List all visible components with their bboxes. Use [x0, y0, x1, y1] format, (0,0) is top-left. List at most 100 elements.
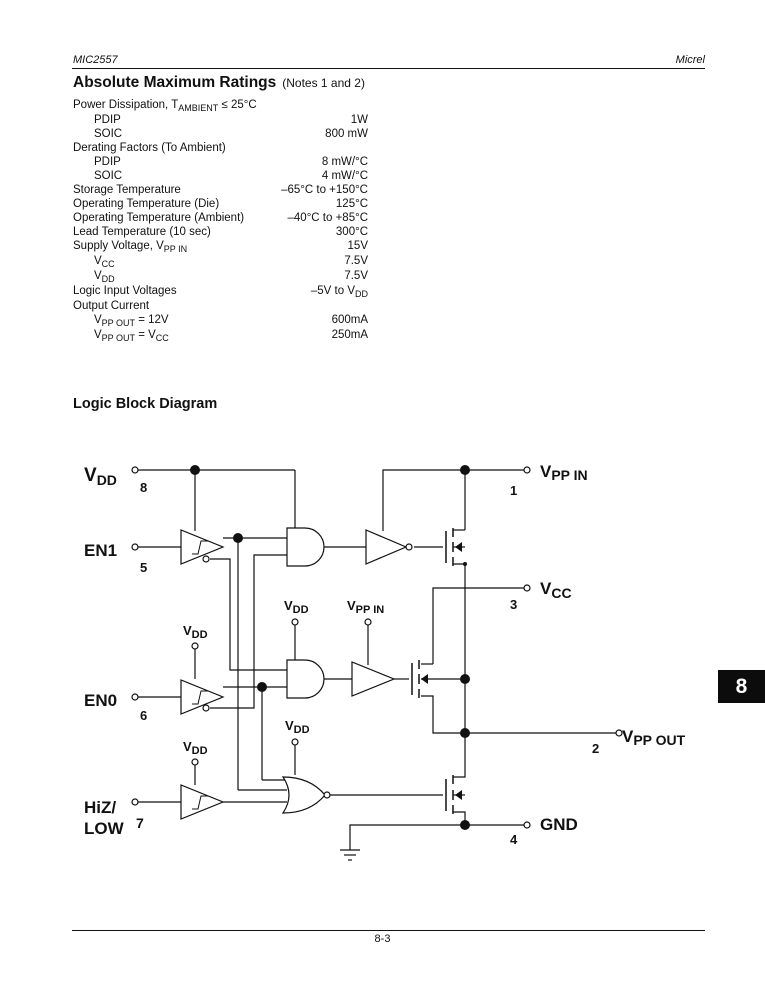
bubble-driver1	[405, 543, 413, 551]
junctions	[190, 465, 470, 830]
diagram-labels: VDD 8 EN1 5 EN0 6 HiZ/ LOW 7 VPP IN 1 VC…	[84, 462, 686, 847]
pin-gnd	[523, 821, 531, 829]
rating-label: Output Current	[73, 300, 150, 312]
rating-label: VDD	[94, 270, 115, 284]
pin-vdd	[131, 466, 139, 474]
label-en0-pin: 6	[140, 708, 147, 723]
label-vdd-pin: 8	[140, 480, 147, 495]
ratings-row: Lead Temperature (10 sec)300°C	[73, 225, 368, 239]
rating-value: 125°C	[335, 198, 368, 210]
pin-hiz	[131, 798, 139, 806]
section-tab: 8	[718, 670, 765, 703]
bubble-en0	[202, 704, 210, 712]
rating-label: SOIC	[94, 170, 123, 182]
header-part-number: MIC2557	[73, 54, 118, 66]
rating-label: Operating Temperature (Die)	[73, 198, 220, 210]
rating-label: Logic Input Voltages	[73, 285, 177, 297]
header-company: Micrel	[675, 54, 705, 66]
rating-label: VPP OUT = 12V	[94, 314, 169, 328]
label-vcc-pin: 3	[510, 597, 517, 612]
pin-en1	[131, 543, 139, 551]
wire-t3-d	[453, 733, 466, 778]
hysteresis-hiz	[192, 795, 208, 810]
junction-vppout	[460, 728, 470, 738]
pin-int-vdd-1	[191, 642, 199, 650]
pin-vcc	[523, 584, 531, 592]
mosfets	[411, 528, 454, 814]
wire-vppin	[382, 469, 524, 531]
and-gate-2	[286, 659, 325, 699]
rating-label: Derating Factors (To Ambient)	[73, 142, 226, 154]
label-gnd-pin: 4	[510, 832, 518, 847]
amr-title-text: Absolute Maximum Ratings	[73, 74, 277, 91]
label-vppin: VPP IN	[540, 462, 588, 483]
buffers	[180, 527, 408, 820]
pin-circles	[131, 466, 623, 829]
rating-label: PDIP	[94, 114, 121, 126]
mosfet3-arrow	[455, 790, 462, 800]
rating-label: Storage Temperature	[73, 184, 181, 196]
mosfet1-arrow	[455, 542, 462, 552]
mosfet2-arrow	[421, 674, 428, 684]
wire-en0n-and1	[210, 554, 287, 709]
rating-label: Power Dissipation, TAMBIENT ≤ 25°C	[73, 99, 257, 113]
driver-2	[351, 661, 396, 697]
label-int-vppin: VPP IN	[347, 598, 384, 616]
junction-en1	[233, 533, 243, 543]
mosfet-arrows	[421, 542, 462, 800]
label-gnd: GND	[540, 815, 578, 834]
label-vdd: VDD	[84, 465, 117, 488]
page-number: 8-3	[374, 933, 391, 945]
pin-int-vdd-2	[191, 758, 199, 766]
label-int-vdd-2: VDD	[183, 739, 208, 757]
ratings-row: VPP OUT = 12V 600mA	[73, 313, 368, 328]
nor-gate	[281, 776, 326, 814]
footer-rule	[72, 930, 705, 931]
label-vppin-pin: 1	[510, 483, 517, 498]
hysteresis-symbols	[192, 540, 208, 810]
logic-block-diagram: VDD 8 EN1 5 EN0 6 HiZ/ LOW 7 VPP IN 1 VC…	[84, 462, 686, 861]
rating-value: –40°C to +85°C	[287, 212, 368, 224]
rating-value: –5V to VDD	[310, 285, 368, 299]
ratings-row: Derating Factors (To Ambient)	[73, 141, 368, 155]
pin-vppout	[615, 729, 623, 737]
amr-notes: (Notes 1 and 2)	[282, 76, 365, 90]
rating-label: SOIC	[94, 128, 123, 140]
rating-value: –65°C to +150°C	[281, 184, 368, 196]
ratings-row: Operating Temperature (Die) 125°C	[73, 197, 368, 211]
junction-vdd	[190, 465, 200, 475]
label-int-vdd-4: VDD	[285, 718, 310, 736]
rating-value: 1W	[350, 114, 368, 126]
rating-value: 7.5V	[344, 270, 368, 282]
label-hiz-2: LOW	[84, 819, 125, 838]
rating-label: PDIP	[94, 156, 121, 168]
label-vcc: VCC	[540, 579, 572, 601]
rating-value: 600mA	[331, 314, 368, 326]
junction-vppin	[460, 465, 470, 475]
pin-vppin	[523, 466, 531, 474]
hysteresis-en0	[192, 690, 208, 705]
ratings-row: Output Current	[73, 299, 368, 313]
wire-t2-src	[421, 695, 465, 734]
rating-label: VPP OUT = VCC	[94, 329, 169, 343]
bubble-nor	[323, 791, 331, 799]
label-en0: EN0	[84, 691, 117, 710]
driver-1	[365, 529, 408, 565]
ratings-row: VDD 7.5V	[73, 269, 368, 284]
rating-value: 250mA	[331, 329, 368, 341]
and-gate-1	[286, 527, 325, 567]
junction-small-1	[463, 562, 467, 566]
rating-value: 15V	[347, 240, 368, 252]
junction-en0	[257, 682, 267, 692]
wire-en1n-and2	[210, 558, 287, 671]
ratings-row: PDIP 1W	[73, 113, 368, 127]
wire-vcc	[432, 587, 524, 664]
section-title-logic-block-diagram: Logic Block Diagram	[73, 396, 218, 412]
ratings-row: Storage Temperature –65°C to +150°C	[73, 183, 368, 197]
label-hiz-pin: 7	[136, 815, 144, 831]
